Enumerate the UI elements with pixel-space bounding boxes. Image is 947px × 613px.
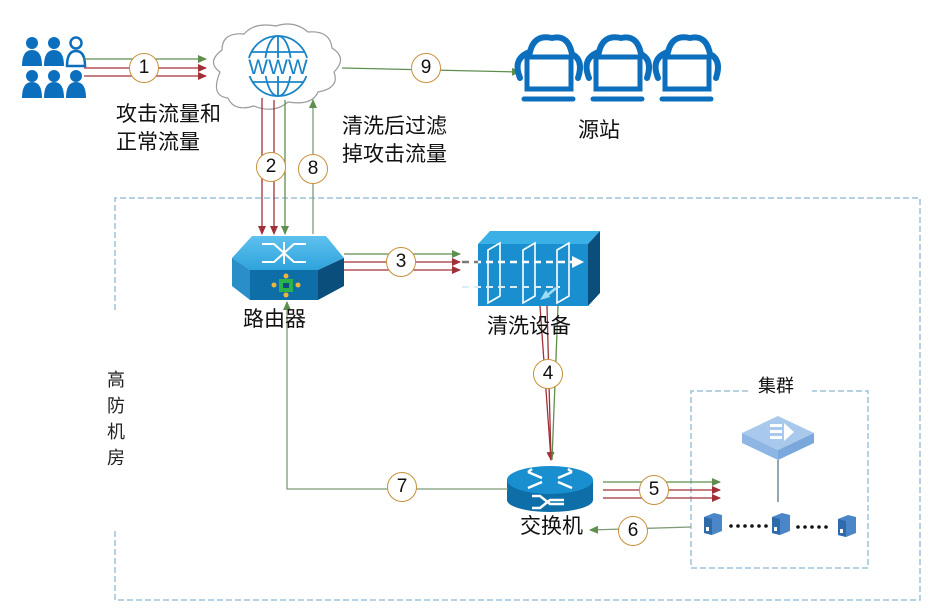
scrubber-label: 清洗设备 xyxy=(487,314,571,338)
incoming-traffic-label: 攻击流量和 正常流量 xyxy=(116,100,221,156)
incoming-traffic-line-1: 攻击流量和 xyxy=(116,102,221,126)
incoming-traffic-line-2: 正常流量 xyxy=(116,130,200,154)
load-balancer-icon xyxy=(742,416,814,460)
zone-label-char: 机 xyxy=(107,422,125,443)
cluster-border xyxy=(690,390,869,569)
zone-label-char: 房 xyxy=(107,448,125,469)
server-icon xyxy=(838,515,856,537)
cloud-server-icon xyxy=(652,34,721,102)
router-icon xyxy=(232,236,344,300)
cloud-server-icon xyxy=(514,34,583,102)
origin-servers xyxy=(514,34,721,102)
switch-icon xyxy=(507,466,593,512)
cleaned-traffic-label: 清洗后过滤 掉攻击流量 xyxy=(342,112,447,168)
step-badge-5: 5 xyxy=(639,475,669,505)
cleaned-traffic-line-1: 清洗后过滤 xyxy=(342,114,447,138)
step-badge-4: 4 xyxy=(533,359,563,389)
cluster-label: 集群 xyxy=(750,376,802,398)
step-badge-6: 6 xyxy=(618,516,648,546)
zone-border-hf xyxy=(114,197,921,601)
step-badge-3: 3 xyxy=(386,247,416,277)
users-group-icon xyxy=(22,36,87,98)
origin-label: 源站 xyxy=(578,118,620,142)
switch-label: 交换机 xyxy=(520,514,583,538)
step-badge-1: 1 xyxy=(129,53,159,83)
scrubbing-device-icon xyxy=(462,231,600,306)
zone-label-char: 防 xyxy=(107,396,125,417)
router-label: 路由器 xyxy=(243,307,306,331)
server-icon xyxy=(772,513,790,535)
ellipsis-dots xyxy=(729,524,828,529)
www-label: WWW xyxy=(248,56,308,79)
step-badge-7: 7 xyxy=(387,472,417,502)
zone-label-char: 高 xyxy=(107,370,125,391)
step-badge-8: 8 xyxy=(298,154,328,184)
cleaned-traffic-line-2: 掉攻击流量 xyxy=(342,142,447,166)
zone-label: 高 防 机 房 xyxy=(105,368,127,472)
flow-7-return xyxy=(283,301,508,490)
cloud-server-icon xyxy=(583,34,652,102)
step-badge-9: 9 xyxy=(411,53,441,83)
step-badge-2: 2 xyxy=(256,152,286,182)
server-icon xyxy=(704,513,722,535)
